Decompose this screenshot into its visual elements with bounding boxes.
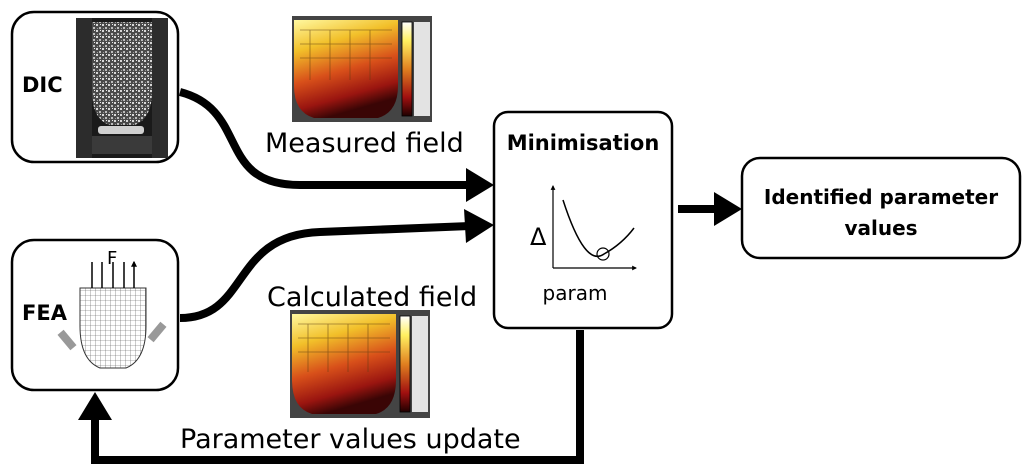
fea-mesh-image: F bbox=[57, 248, 167, 369]
identified-label-line2: values bbox=[844, 216, 917, 240]
minimisation-label: Minimisation bbox=[507, 131, 660, 155]
fea-label: FEA bbox=[22, 301, 68, 325]
measured-field-heatmap bbox=[292, 16, 432, 122]
calculated-field-heatmap bbox=[290, 310, 430, 418]
arrowhead-identified bbox=[714, 192, 742, 226]
minimisation-box: Minimisation Δ param bbox=[492, 110, 674, 330]
fea-to-minimisation-arrow bbox=[179, 222, 471, 322]
parameter-update-feedback-arrow bbox=[91, 330, 584, 464]
arrowhead-measured bbox=[466, 168, 494, 202]
plot-y-label: Δ bbox=[530, 223, 547, 251]
arrowhead-calculated bbox=[464, 209, 494, 243]
dic-to-minimisation-arrow bbox=[178, 88, 470, 189]
calculated-field-caption: Calculated field bbox=[267, 282, 477, 313]
identified-label-line1: Identified parameter bbox=[764, 185, 998, 209]
identified-values-box: Identified parameter values bbox=[740, 156, 1022, 260]
dic-speckle-image bbox=[76, 18, 168, 158]
fea-box: FEA F bbox=[10, 238, 180, 392]
dic-label: DIC bbox=[22, 73, 63, 97]
arrowhead-update bbox=[78, 392, 112, 420]
dic-box: DIC bbox=[10, 10, 180, 164]
minimisation-plot: Δ param bbox=[530, 185, 637, 305]
parameter-update-caption: Parameter values update bbox=[180, 424, 521, 455]
force-label: F bbox=[107, 248, 117, 269]
measured-field-caption: Measured field bbox=[265, 128, 464, 159]
plot-x-label: param bbox=[543, 281, 608, 305]
